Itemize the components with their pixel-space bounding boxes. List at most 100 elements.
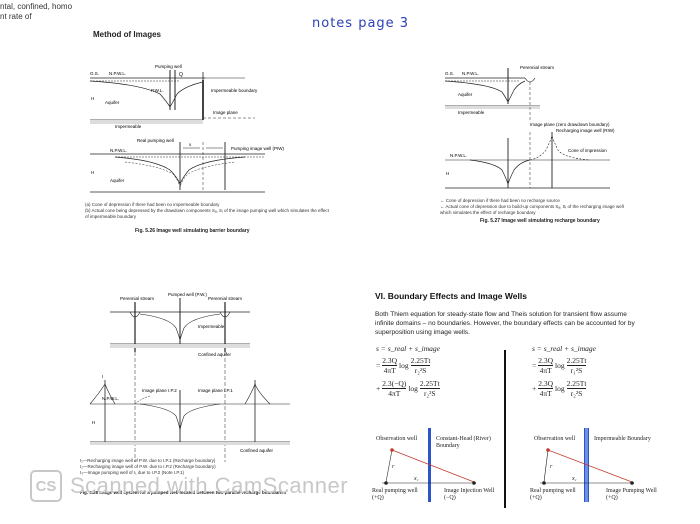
right-eq3-fnum: 2.25Tt xyxy=(566,379,587,389)
constant-head-diagram: Observation well Constant-Head (River) B… xyxy=(372,428,502,510)
left-image-injection-well-marker xyxy=(472,481,476,485)
cut-off-line-1: ntal, confined, homo xyxy=(0,2,73,11)
left-eq3-fden: r₂²S xyxy=(423,389,436,398)
right-eq3-log: log xyxy=(555,384,565,393)
fig526-legend: (a) Cone of depression if there had been… xyxy=(85,202,330,220)
right-eq3-fraction1: 2.3Q 4πT xyxy=(538,379,554,398)
fig528-impermeable-label: Impermeable xyxy=(198,324,225,329)
fig528-caption: Fig. 5.28 Image well system for a pumped… xyxy=(80,490,287,495)
cut-off-line-2: nt rate of xyxy=(0,12,32,21)
right-eq2-fraction2: 2.25Tt r₁²S xyxy=(566,356,587,375)
fig526-impermeable-boundary-label: Impermeable boundary xyxy=(211,88,258,93)
left-eq3-fraction1: 2.3(−Q) 4πT xyxy=(382,379,407,398)
right-equations: s = s_real + s_image = 2.3Q 4πT log 2.25… xyxy=(532,344,596,398)
fig526-pumping-image-well-label: Pumping image well (PIW) xyxy=(231,146,285,151)
right-eq2-den: 4πT xyxy=(539,366,552,375)
fig527-caption: Fig. 5.27 Image well simulating recharge… xyxy=(480,218,600,224)
fig526-x-label: x xyxy=(189,142,192,147)
fig527-npwl-label-2: N.P.W.L. xyxy=(450,153,467,158)
fig528-legend-3: I₃—Image pumping well of I₁ due to I.P.2… xyxy=(80,470,184,475)
left-x1-label: x₁ xyxy=(414,476,419,482)
fig526-h-label: H xyxy=(91,96,94,101)
right-image-pumping-well-marker xyxy=(630,481,634,485)
left-observation-well-label: Observation well xyxy=(376,436,418,442)
figure-5-27-diagram: G.S. N.P.W.L. Perennial stream Aquifer I… xyxy=(444,65,615,189)
figure-5-28: Perennial stream Pumped well (P.W.) Pere… xyxy=(80,292,300,500)
fig527-aquifer-label: Aquifer xyxy=(458,92,473,97)
fig526-legend-b: (b) Actual cone being depressed by the d… xyxy=(85,208,329,219)
left-eq3-num: 2.3(−Q) xyxy=(382,379,407,389)
right-image-pumping-well-label: Image Pumping Well (+Q) xyxy=(606,488,657,501)
left-eq3-den: 4πT xyxy=(388,389,401,398)
right-real-pumping-well-marker xyxy=(542,481,546,485)
fig526-caption: Fig. 5.26 Image well simulating barrier … xyxy=(135,228,250,234)
left-eq2-log: log xyxy=(399,361,409,370)
fig526-npwl-label: N.P.W.L. xyxy=(109,71,126,76)
right-eq2-fnum: 2.25Tt xyxy=(566,356,587,366)
fig527-gs-label: G.S. xyxy=(445,71,454,76)
fig527-recharging-image-well-label: Recharging image well (RIW) xyxy=(556,128,615,133)
right-eq2-num: 2.3Q xyxy=(538,356,554,366)
right-eq-line1: s = s_real + s_image xyxy=(532,344,597,353)
right-eq3-fden: r₂²S xyxy=(570,389,583,398)
figure-5-28-diagram: Perennial stream Pumped well (P.W.) Pere… xyxy=(89,292,290,462)
fig527-perennial-stream-label: Perennial stream xyxy=(520,65,554,70)
fig527-legend-b: ← Actual cone of depression due to build… xyxy=(440,204,624,215)
fig528-perennial-stream-left-label: Perennial stream xyxy=(120,296,154,301)
camscanner-text: Scanned with CamScanner xyxy=(70,473,349,498)
right-eq2-log: log xyxy=(555,361,565,370)
right-eq3-num: 2.3Q xyxy=(538,379,554,389)
fig528-image-plane1-label: Image plane I.P.1 xyxy=(198,388,233,393)
fig527-image-plane-label: Image plane (zero drawdown boundary) xyxy=(530,122,610,127)
fig526-gs-label: G.S. xyxy=(90,71,99,76)
fig526-npwl-label-2: N.P.W.L. xyxy=(110,148,127,153)
fig526-aquifer-label-2: Aquifer xyxy=(110,178,125,183)
right-eq2-fden: r₁²S xyxy=(570,366,583,375)
fig528-confined-aquifer-label: Confined aquifer xyxy=(198,352,232,357)
section-divider xyxy=(504,350,506,508)
left-observation-well-marker xyxy=(390,448,394,452)
impermeable-diagram: Observation well Impermeable Boundary r … xyxy=(530,428,665,510)
right-eq3-fraction2: 2.25Tt r₂²S xyxy=(566,379,587,398)
left-image-injection-well-label: Image Injection Well (−Q) xyxy=(444,488,495,501)
left-eq-line1: s = s_real + s_image xyxy=(376,344,441,353)
fig526-q-label: Q xyxy=(179,72,183,78)
right-boundary-label: Impermeable Boundary xyxy=(594,436,651,442)
left-eq2-fraction2: 2.25Tt r₂²S xyxy=(410,356,431,375)
right-real-pumping-well-label: Real pumping well (+Q) xyxy=(530,488,576,501)
fig528-confined-aquifer-label-2: Confined aquifer xyxy=(240,448,274,453)
figure-5-26: G.S. N.P.W.L. Pumping well Q P.W.L. Impe… xyxy=(85,62,335,240)
left-real-pumping-well-marker xyxy=(384,481,388,485)
fig527-impermeable-label: Impermeable xyxy=(458,110,485,115)
fig526-legend-a: (a) Cone of depression if there had been… xyxy=(85,202,220,207)
fig526-impermeable-label: Impermeable xyxy=(115,124,142,129)
impermeable-svg xyxy=(540,428,634,502)
left-eq3-fnum: 2.25Tt xyxy=(419,379,440,389)
right-x1-label: x₁ xyxy=(572,476,577,482)
left-equations: s = s_real + s_image = 2.3Q 4πT log 2.25… xyxy=(376,344,440,398)
cut-off-text: ntal, confined, homo nt rate of xyxy=(0,2,72,22)
left-eq-line2: = 2.3Q 4πT log 2.25Tt r₂²S xyxy=(376,356,431,375)
fig528-npwl-label: N.P.W.L. xyxy=(102,396,119,401)
fig526-pwl-label: P.W.L. xyxy=(151,88,164,93)
fig527-npwl-label: N.P.W.L. xyxy=(462,71,479,76)
left-eq2-num: 2.3Q xyxy=(382,356,398,366)
fig526-h-label-2: H xyxy=(91,170,94,175)
right-observation-well-label: Observation well xyxy=(534,436,576,442)
right-r-label: r xyxy=(550,464,553,470)
fig528-perennial-stream-right-label: Perennial stream xyxy=(208,296,242,301)
fig527-cone-of-impression-label: Cone of impression xyxy=(568,148,607,153)
right-observation-well-marker xyxy=(546,448,550,452)
left-eq2-fraction1: 2.3Q 4πT xyxy=(382,356,398,375)
left-eq2-fnum: 2.25Tt xyxy=(410,356,431,366)
right-eq-line2: = 2.3Q 4πT log 2.25Tt r₁²S xyxy=(532,356,587,375)
fig526-aquifer-label: Aquifer xyxy=(105,100,120,105)
figure-5-26-diagram: G.S. N.P.W.L. Pumping well Q P.W.L. Impe… xyxy=(89,64,285,193)
fig528-legend-1: I₁—Recharging image well of P.W. due to … xyxy=(80,458,216,463)
method-heading: Method of Images xyxy=(93,30,162,39)
left-eq3-fraction2: 2.25Tt r₂²S xyxy=(419,379,440,398)
right-eq-line3: + 2.3Q 4πT log 2.25Tt r₂²S xyxy=(532,379,587,398)
left-eq2-fden: r₂²S xyxy=(414,366,427,375)
constant-head-svg xyxy=(382,428,476,502)
right-eq3-den: 4πT xyxy=(539,389,552,398)
